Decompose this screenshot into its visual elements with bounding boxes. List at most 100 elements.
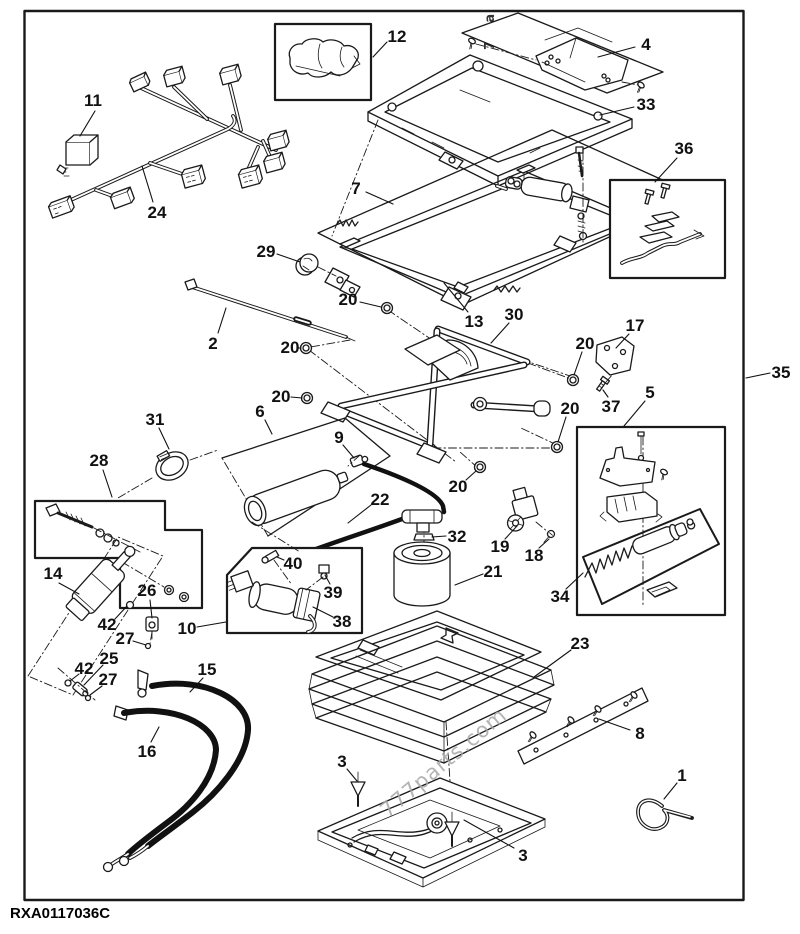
callout-label-27: 27: [116, 629, 135, 648]
callout-label-38: 38: [333, 612, 352, 631]
diagram-border: [23, 9, 745, 902]
callout-leader-42: [114, 605, 128, 620]
callout-leader-14: [58, 582, 80, 595]
base-pan-3: [317, 771, 546, 888]
callout-leader-15: [189, 677, 204, 693]
callout-label-11: 11: [84, 91, 102, 110]
frame-13: [324, 164, 642, 311]
inset-box-36: [608, 178, 727, 280]
callout-leader-20: [465, 470, 477, 481]
fitting-40: [261, 549, 280, 564]
callout-leader-17: [615, 333, 630, 349]
callout-label-14: 14: [44, 564, 63, 583]
spring: [493, 285, 521, 293]
callout-leader-12: [372, 41, 388, 58]
callout-leader-42: [69, 673, 80, 682]
callout-leader-34: [565, 572, 584, 590]
seat-damper: [495, 146, 590, 245]
callout-leader-31: [158, 427, 170, 450]
callout-label-26: 26: [138, 581, 157, 600]
pump-box-10: [225, 546, 364, 635]
inset-box-5: [575, 425, 727, 617]
callout-label-13: 13: [465, 312, 484, 331]
callout-label-22: 22: [371, 490, 390, 509]
callout-label-5: 5: [645, 383, 654, 402]
hose-15: [145, 680, 251, 849]
callout-label-1: 1: [677, 766, 686, 785]
callout-label-21: 21: [484, 562, 503, 581]
callout-leader-10: [196, 621, 227, 628]
callout-label-3: 3: [518, 846, 527, 865]
callout-leader-7: [365, 191, 394, 205]
mounting-plate-4: [461, 12, 664, 95]
hoses-15-16: [102, 669, 251, 873]
plug-27: [144, 642, 152, 650]
canister-21: [393, 541, 451, 607]
callout-leader-20: [359, 301, 382, 308]
callout-leader-16: [150, 726, 160, 743]
callout-leader-22: [347, 504, 372, 524]
callout-leader-3: [463, 819, 515, 849]
clamp-31: [117, 449, 219, 499]
callout-label-30: 30: [505, 305, 524, 324]
inset-box-28: [33, 499, 204, 610]
callout-label-16: 16: [138, 742, 157, 761]
callout-label-6: 6: [255, 402, 264, 421]
callout-leader-25: [83, 664, 104, 686]
valve-19: [506, 486, 539, 532]
callout-leader-40: [276, 556, 285, 561]
callout-label-37: 37: [602, 397, 621, 416]
callout-label-8: 8: [635, 724, 644, 743]
arrow-3: [350, 771, 366, 807]
screw-18: [543, 529, 556, 543]
callout-label-20: 20: [449, 477, 468, 496]
callout-leader-21: [454, 573, 484, 586]
callout-leader-23: [533, 649, 572, 678]
wiring-harness-24: [47, 63, 290, 219]
callout-label-20: 20: [561, 399, 580, 418]
callout-leader-6: [264, 419, 273, 435]
callout-leader-5: [623, 400, 646, 427]
bushing-20: [300, 391, 314, 405]
callout-label-7: 7: [351, 179, 360, 198]
callout-leader-35: [745, 372, 771, 379]
callout-label-15: 15: [198, 660, 217, 679]
callout-leader-26: [149, 599, 153, 619]
callout-label-12: 12: [388, 27, 407, 46]
callout-leader-28: [102, 469, 113, 498]
relay-11: [56, 134, 99, 177]
scissor-linkage-30: [299, 301, 580, 474]
callout-leader-27: [89, 685, 103, 696]
callout-label-28: 28: [90, 451, 109, 470]
inset-box-12: [273, 22, 373, 102]
callout-label-24: 24: [148, 203, 167, 222]
drawing-number: RXA0117036C: [10, 905, 110, 922]
construction-line: [251, 454, 361, 553]
hose-16: [121, 707, 219, 857]
callout-label-32: 32: [448, 527, 467, 546]
bushing-20: [566, 373, 580, 387]
callout-leader-4: [597, 46, 636, 58]
callout-leader-20: [557, 416, 567, 443]
callout-label-18: 18: [525, 546, 544, 565]
callout-leader-27: [132, 640, 147, 646]
cushion-12: [288, 38, 359, 78]
hose-22-assembly: [282, 461, 556, 607]
suspension-plate-7: [295, 119, 699, 311]
callout-label-20: 20: [339, 290, 358, 309]
callout-leader-19: [504, 525, 518, 540]
screw-37: [596, 375, 611, 392]
callout-leader-30: [490, 322, 510, 344]
callout-label-39: 39: [324, 583, 343, 602]
callout-label-17: 17: [626, 316, 645, 335]
callout-label-42: 42: [98, 615, 117, 634]
fitting-26: [145, 616, 159, 640]
callout-label-33: 33: [637, 95, 656, 114]
callout-leader-33: [599, 106, 635, 116]
callout-label-20: 20: [272, 387, 291, 406]
callout-leader-29: [276, 253, 301, 263]
spring: [336, 219, 359, 227]
callout-label-29: 29: [257, 242, 276, 261]
